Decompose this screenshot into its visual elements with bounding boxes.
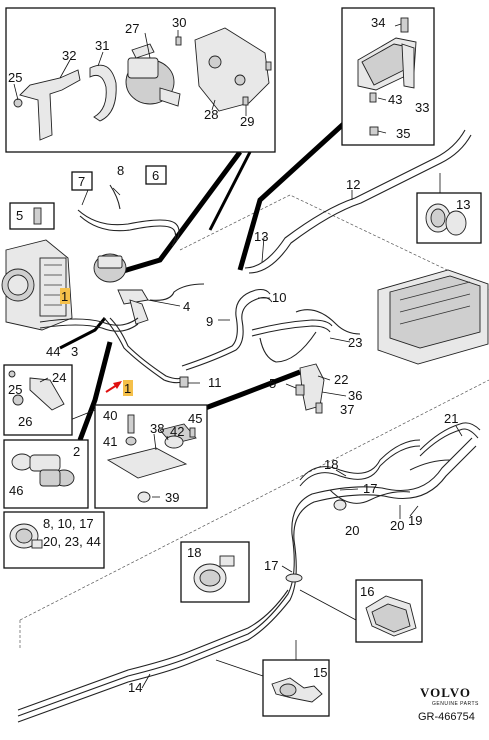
label-multi-2: 20, 23, 44: [43, 534, 101, 549]
highlight-label-1b: [123, 380, 133, 396]
dashed-assembly-outline: [19, 194, 489, 650]
label-46: 46: [9, 483, 23, 498]
label-18b: 18: [187, 545, 201, 560]
label-7: 7: [78, 174, 85, 189]
label-3: 3: [71, 344, 78, 359]
coolant-hoses-lower: [17, 422, 481, 723]
label-26: 26: [18, 414, 32, 429]
label-32: 32: [62, 48, 76, 63]
detail-box-38-45: [94, 404, 208, 509]
label-40: 40: [103, 408, 117, 423]
label-2: 2: [73, 444, 80, 459]
label-43: 43: [388, 92, 402, 107]
detail-box-clamp-18: [180, 541, 250, 603]
label-37: 37: [340, 402, 354, 417]
label-10: 10: [272, 290, 286, 305]
label-34: 34: [371, 15, 385, 30]
label-44: 44: [46, 344, 60, 359]
label-5b: 5: [269, 376, 276, 391]
label-27: 27: [125, 21, 139, 36]
control-module: [377, 269, 489, 365]
label-35: 35: [396, 126, 410, 141]
coolant-hoses-upper: [39, 184, 205, 384]
label-12: 12: [346, 177, 360, 192]
label-1a: 1: [61, 289, 68, 304]
label-22: 22: [334, 372, 348, 387]
volvo-logo: VOLVO GENUINE PARTS: [420, 685, 479, 707]
label-23: 23: [348, 335, 362, 350]
label-17a: 17: [363, 481, 377, 496]
label-31: 31: [95, 38, 109, 53]
label-30: 30: [172, 15, 186, 30]
detail-box-bracket-cover: [341, 7, 435, 146]
label-21: 21: [444, 411, 458, 426]
label-13b: 13: [254, 229, 268, 244]
label-41: 41: [103, 434, 117, 449]
brand-name: VOLVO: [420, 685, 471, 700]
index-box-7: [71, 171, 93, 191]
label-29: 29: [240, 114, 254, 129]
highlight-label-1a: [60, 288, 70, 304]
label-11: 11: [208, 375, 222, 390]
label-18a: 18: [324, 457, 338, 472]
brand-subtitle: GENUINE PARTS: [432, 701, 479, 707]
label-19: 19: [408, 513, 422, 528]
detail-box-2-46: [3, 439, 89, 509]
detail-box-clamp-multi: [3, 511, 105, 569]
label-16: 16: [360, 584, 374, 599]
label-4: 4: [183, 299, 190, 314]
label-15: 15: [313, 665, 327, 680]
detail-box-clamp-13: [416, 192, 482, 244]
label-14: 14: [128, 680, 142, 695]
label-1b: 1: [124, 381, 131, 396]
label-25b: 25: [8, 382, 22, 397]
label-28: 28: [204, 107, 218, 122]
label-33: 33: [415, 100, 429, 115]
detail-box-16: [299, 579, 423, 643]
label-9: 9: [206, 314, 213, 329]
label-42: 42: [170, 424, 184, 439]
label-13a: 13: [456, 197, 470, 212]
bracket-22: [179, 363, 325, 414]
label-24: 24: [52, 370, 66, 385]
red-arrow-icon: [105, 381, 122, 393]
detail-pointers: [59, 116, 352, 441]
label-39: 39: [165, 490, 179, 505]
label-25a: 25: [8, 70, 22, 85]
detail-box-15: [215, 640, 330, 717]
coolant-hose-9-10: [181, 129, 472, 371]
detail-box-bolt-5: [9, 202, 55, 230]
label-6: 6: [152, 168, 159, 183]
label-45: 45: [188, 411, 202, 426]
detail-box-24-26: [3, 364, 73, 436]
main-leaders: [81, 173, 463, 689]
diagram-reference: GR-466754: [418, 711, 475, 723]
label-17b: 17: [264, 558, 278, 573]
label-8: 8: [117, 163, 124, 178]
part-number-labels: 27 30 31 32 25 28 29 34 43 33 35 7 8 6 1…: [8, 15, 470, 695]
label-20b: 20: [390, 518, 404, 533]
pump-assembly: [93, 253, 149, 325]
label-5a: 5: [16, 208, 23, 223]
index-box-6: [145, 165, 167, 185]
label-multi-1: 8, 10, 17: [43, 516, 94, 531]
engine-assembly: [1, 239, 73, 331]
detail-box-pump-bracket: [5, 7, 276, 153]
label-36: 36: [348, 388, 362, 403]
label-20: 20: [345, 523, 359, 538]
label-38: 38: [150, 421, 164, 436]
